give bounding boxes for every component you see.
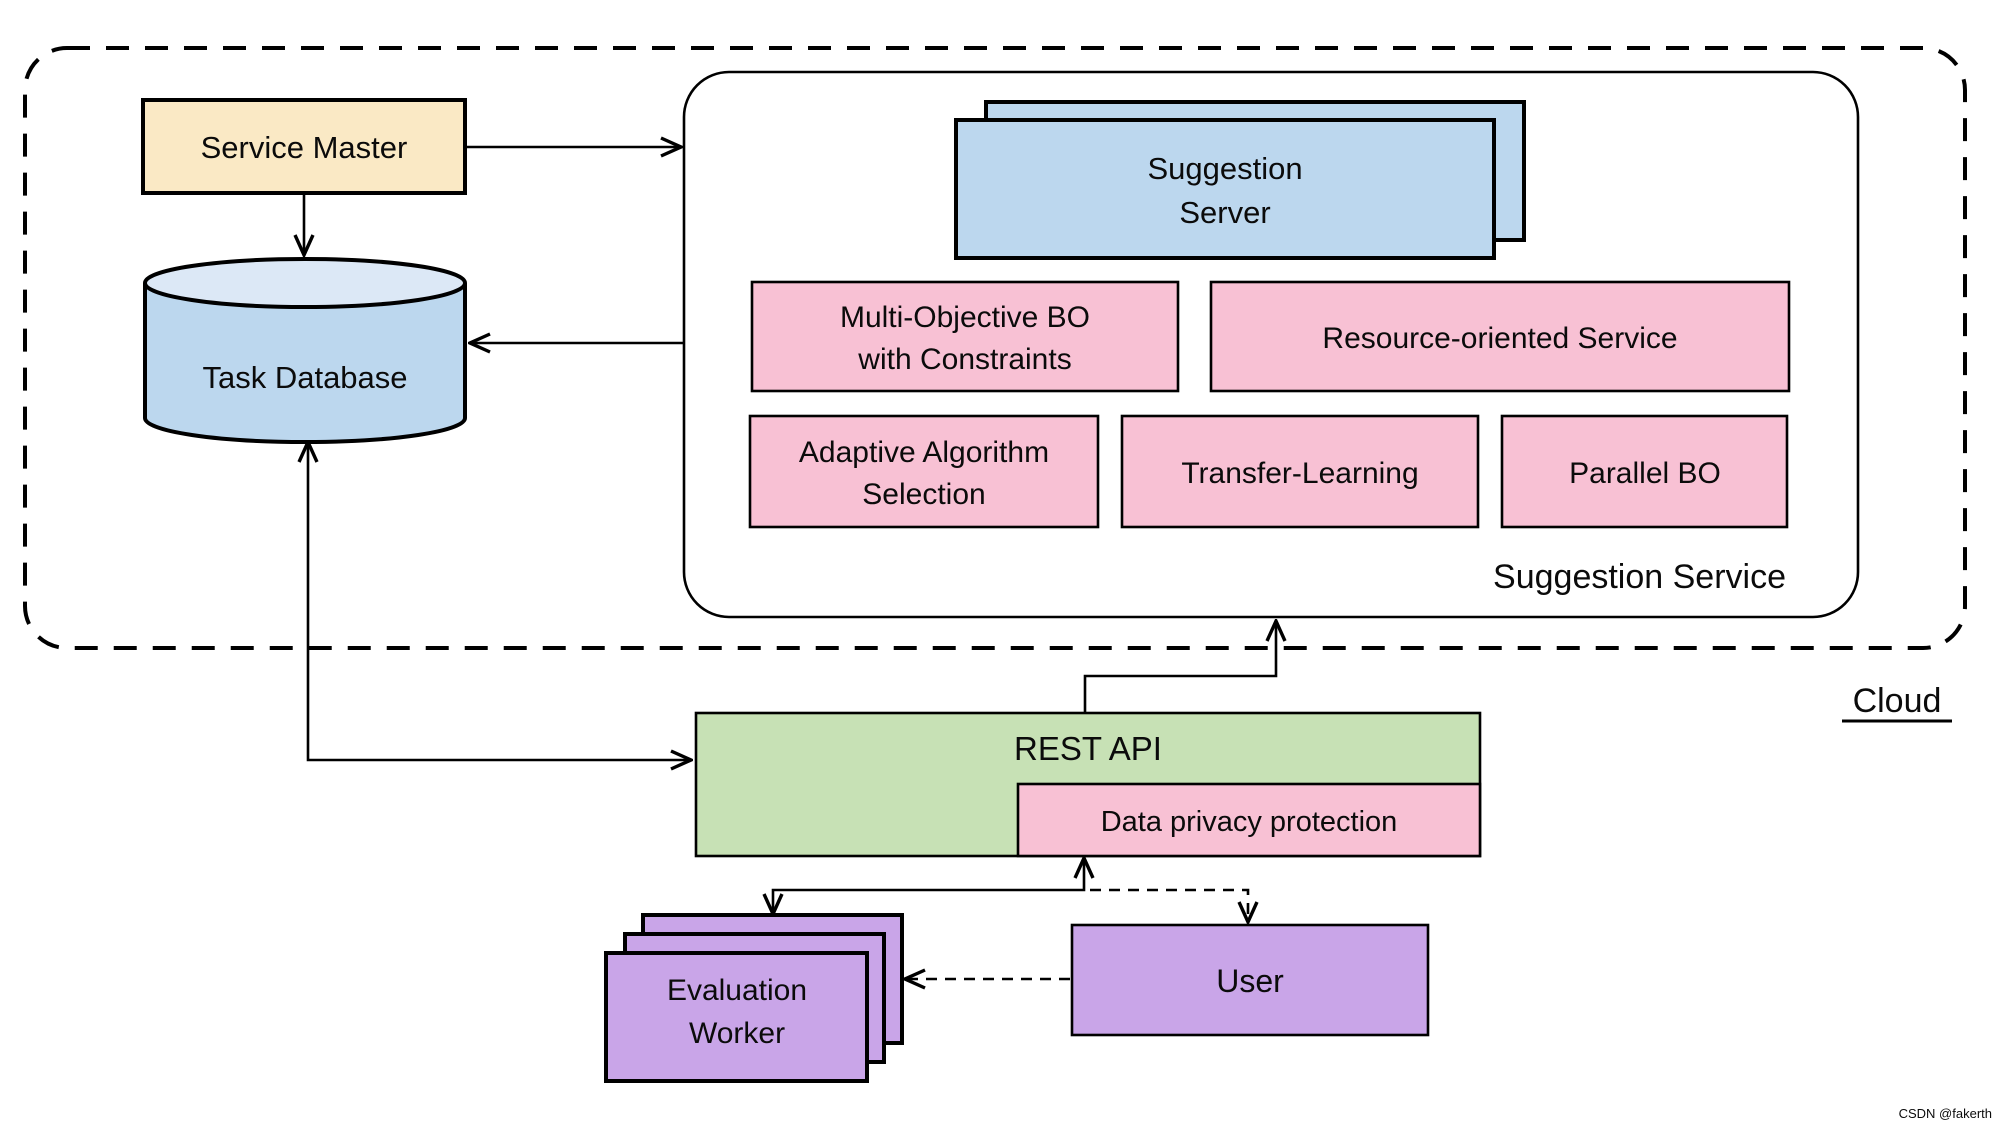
user-label: User xyxy=(1216,963,1284,999)
module-resource-oriented-box xyxy=(1209,280,1791,393)
suggestion-server-label-line1: Suggestion xyxy=(1147,151,1302,186)
cloud-label: Cloud xyxy=(1853,682,1942,720)
dashed-arrow-rest-api-to-user xyxy=(1090,888,1248,921)
task-database-label: Task Database xyxy=(202,360,407,395)
cloud-boundary xyxy=(23,46,1967,650)
module-adaptive-label-line1: Adaptive Algorithm xyxy=(799,436,1049,469)
rest-api-label: REST API xyxy=(1014,730,1162,767)
module-multi-objective-label-line2: with Constraints xyxy=(857,343,1071,376)
task-database-cylinder-top xyxy=(143,257,467,309)
evaluation-worker-box xyxy=(604,951,869,1083)
evaluation-worker-label-line1: Evaluation xyxy=(667,974,807,1007)
arrow-rest-api-task-database-bidirectional xyxy=(308,443,690,760)
module-multi-objective-label-line1: Multi-Objective BO xyxy=(840,301,1090,334)
evaluation-worker-label-line2: Worker xyxy=(689,1017,785,1050)
suggestion-server-label-line2: Server xyxy=(1179,195,1270,230)
module-transfer-box xyxy=(1120,414,1480,529)
arrow-rest-api-to-suggestion-service xyxy=(1083,622,1276,713)
module-parallel-label: Parallel BO xyxy=(1569,457,1721,490)
module-multi-objective-box xyxy=(750,280,1180,393)
module-parallel-box xyxy=(1500,414,1789,529)
data-privacy-box xyxy=(1016,782,1482,858)
module-transfer-label: Transfer-Learning xyxy=(1181,457,1418,490)
module-adaptive-label-line2: Selection xyxy=(862,478,985,511)
data-privacy-label: Data privacy protection xyxy=(1101,806,1398,838)
suggestion-server-box xyxy=(954,118,1496,260)
watermark: CSDN @fakerth xyxy=(1899,1106,1992,1121)
service-master-box xyxy=(141,98,467,195)
module-resource-oriented-label: Resource-oriented Service xyxy=(1322,322,1677,355)
service-master-label: Service Master xyxy=(201,130,408,165)
user-box xyxy=(1070,923,1430,1037)
suggestion-service-label: Suggestion Service xyxy=(1493,558,1786,596)
module-adaptive-box xyxy=(748,414,1100,529)
arrow-rest-api-evaluation-worker-bidirectional xyxy=(773,859,1084,913)
